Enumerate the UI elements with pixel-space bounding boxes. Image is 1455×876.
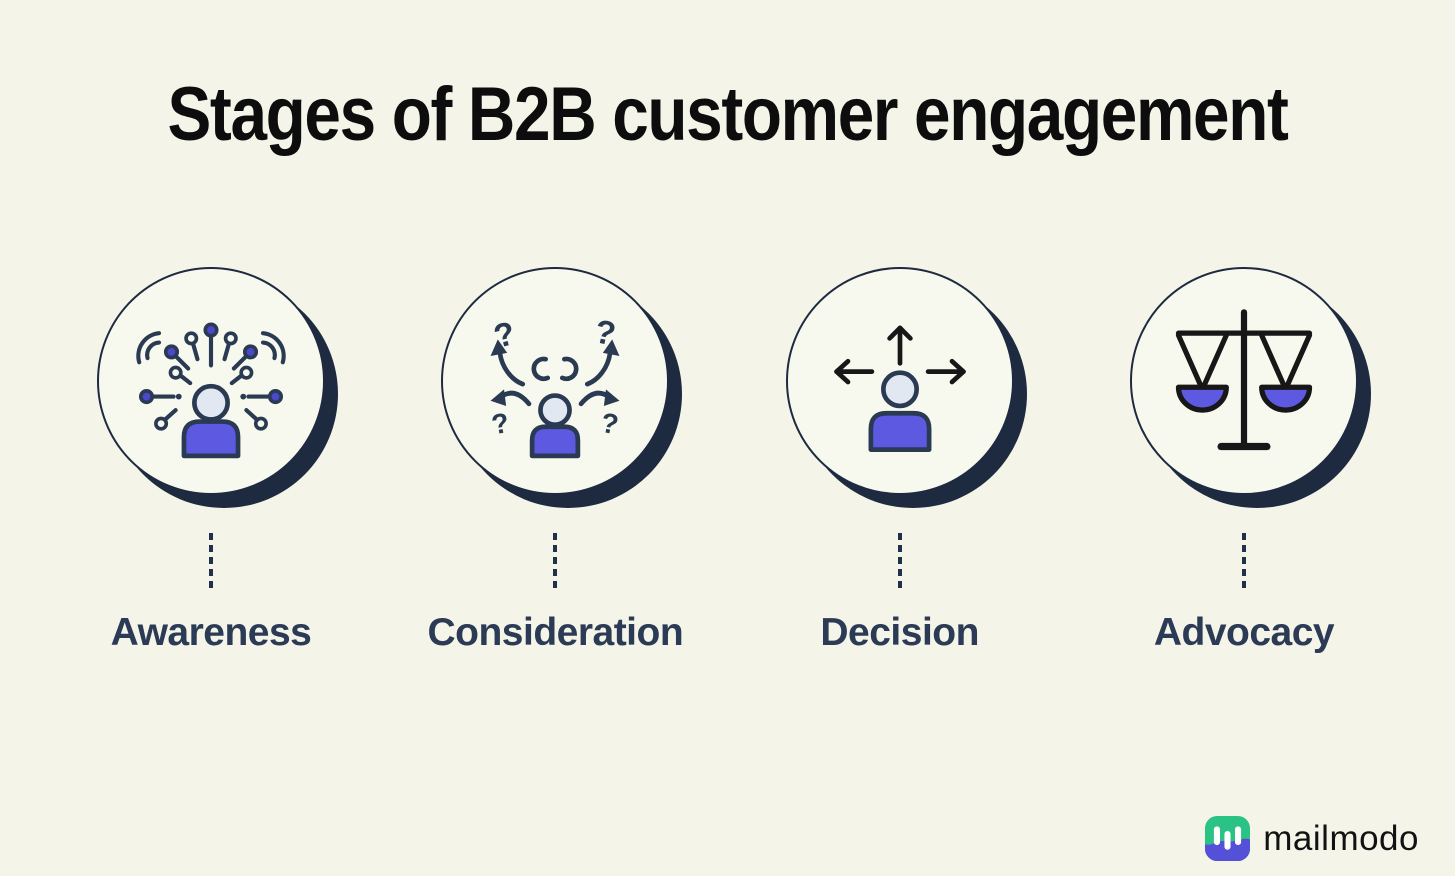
dotted-connector	[553, 532, 558, 593]
stage-decision: Decision	[769, 266, 1031, 655]
brand-footer: mailmodo	[1205, 816, 1419, 861]
svg-text:?: ?	[489, 407, 511, 441]
stage-circle-consideration: ? ? ? ?	[441, 266, 670, 495]
mailmodo-logo-icon	[1205, 816, 1251, 861]
dotted-connector	[209, 532, 213, 593]
stage-circle-decision	[785, 266, 1014, 495]
stage-label-decision: Decision	[820, 610, 979, 654]
page-title: Stages of B2B customer engagement	[167, 72, 1288, 157]
decision-person-arrows-icon	[833, 325, 966, 452]
advocacy-balance-scale-icon	[1175, 309, 1313, 450]
stage-label-advocacy: Advocacy	[1153, 610, 1335, 654]
svg-text:?: ?	[599, 407, 621, 441]
stage-label-consideration: Consideration	[427, 610, 684, 654]
dotted-connector	[1241, 532, 1246, 593]
stages-row: Awareness	[0, 266, 1455, 655]
dotted-connector	[897, 532, 902, 593]
stage-awareness: Awareness	[80, 266, 342, 655]
consideration-person-questions-icon: ? ? ? ?	[489, 313, 621, 459]
stage-advocacy: Advocacy	[1113, 266, 1375, 655]
stage-consideration: ? ? ? ? Consideration	[424, 266, 686, 655]
brand-name: mailmodo	[1263, 818, 1419, 858]
stage-circle-advocacy	[1129, 266, 1358, 495]
awareness-person-network-icon	[136, 322, 286, 459]
stage-circle-awareness	[97, 266, 325, 495]
stage-label-awareness: Awareness	[110, 610, 312, 654]
